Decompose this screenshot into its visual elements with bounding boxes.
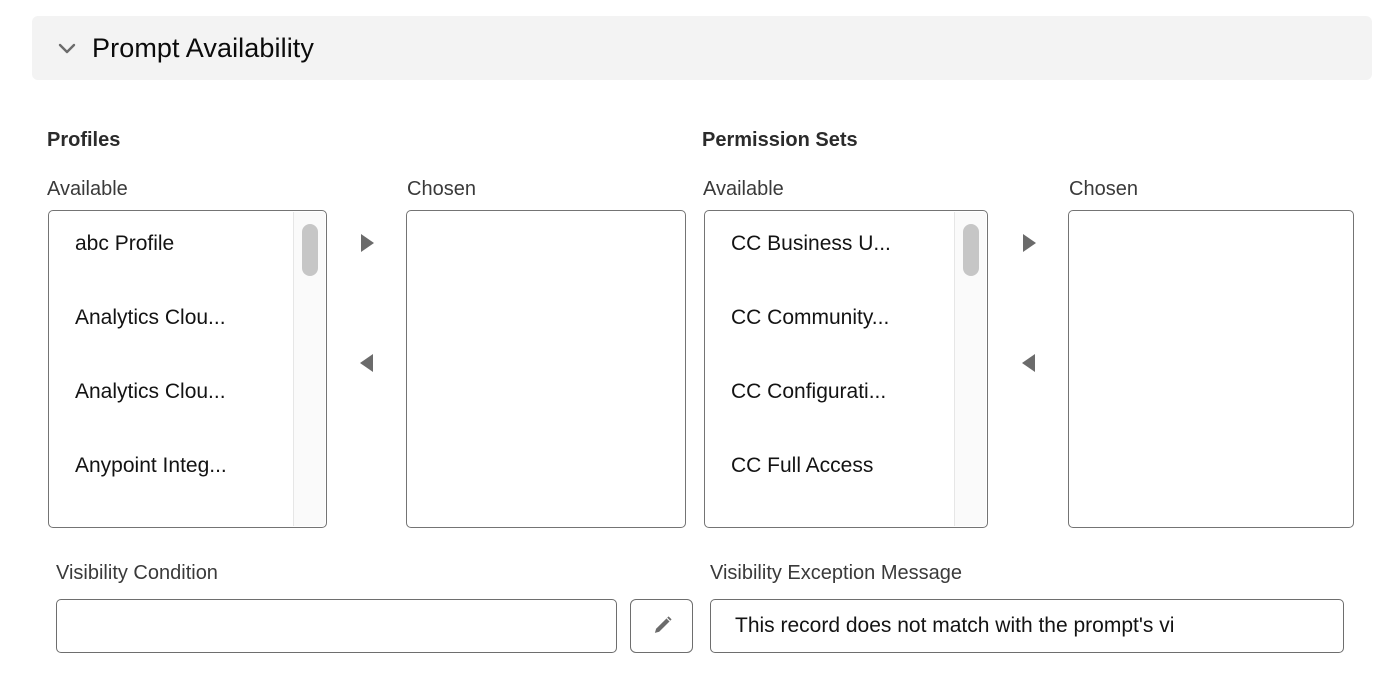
pencil-icon <box>654 616 672 633</box>
list-item[interactable]: CC Business U... <box>731 233 891 255</box>
profiles-add-button[interactable] <box>354 230 380 256</box>
visibility-exception-message-input[interactable] <box>710 599 1344 653</box>
profiles-available-label: Available <box>47 178 128 200</box>
visibility-condition-edit-button[interactable] <box>630 599 693 653</box>
profiles-available-listbox[interactable]: abc Profile Analytics Clou... Analytics … <box>48 210 327 528</box>
permission-sets-remove-button[interactable] <box>1016 350 1042 376</box>
triangle-left-icon <box>1022 354 1035 372</box>
profiles-chosen-listbox[interactable] <box>406 210 686 528</box>
visibility-condition-input[interactable] <box>56 599 617 653</box>
permission-sets-available-label: Available <box>703 178 784 200</box>
permission-sets-chosen-label: Chosen <box>1069 178 1138 200</box>
profiles-available-options[interactable]: abc Profile Analytics Clou... Analytics … <box>49 211 326 527</box>
permission-sets-available-options[interactable]: CC Business U... CC Community... CC Conf… <box>705 211 987 527</box>
list-item[interactable]: CC Full Access <box>731 455 874 477</box>
profiles-chosen-options[interactable] <box>407 211 685 527</box>
triangle-left-icon <box>360 354 373 372</box>
list-item[interactable]: CC Community... <box>731 307 890 329</box>
list-item[interactable]: Analytics Clou... <box>75 307 226 329</box>
scrollbar-thumb[interactable] <box>963 224 979 276</box>
permission-sets-available-listbox[interactable]: CC Business U... CC Community... CC Conf… <box>704 210 988 528</box>
profiles-group-title: Profiles <box>47 129 121 151</box>
scrollbar-thumb[interactable] <box>302 224 318 276</box>
visibility-condition-label: Visibility Condition <box>56 562 218 584</box>
permission-sets-chosen-listbox[interactable] <box>1068 210 1354 528</box>
permission-sets-group-title: Permission Sets <box>702 129 858 151</box>
page-title: Prompt Availability <box>92 32 314 63</box>
permission-sets-chosen-options[interactable] <box>1069 211 1353 527</box>
list-item[interactable]: abc Profile <box>75 233 175 255</box>
permission-sets-available-scrollbar[interactable] <box>954 212 986 526</box>
list-item[interactable]: Analytics Clou... <box>75 381 226 403</box>
list-item[interactable]: Anypoint Integ... <box>75 455 227 477</box>
list-item[interactable]: CC Configurati... <box>731 381 887 403</box>
permission-sets-add-button[interactable] <box>1016 230 1042 256</box>
chevron-down-icon <box>54 35 80 61</box>
profiles-chosen-label: Chosen <box>407 178 476 200</box>
triangle-right-icon <box>361 234 374 252</box>
visibility-exception-message-label: Visibility Exception Message <box>710 562 962 584</box>
profiles-available-scrollbar[interactable] <box>293 212 325 526</box>
prompt-availability-section-header[interactable]: Prompt Availability <box>32 16 1372 80</box>
profiles-remove-button[interactable] <box>354 350 380 376</box>
triangle-right-icon <box>1023 234 1036 252</box>
